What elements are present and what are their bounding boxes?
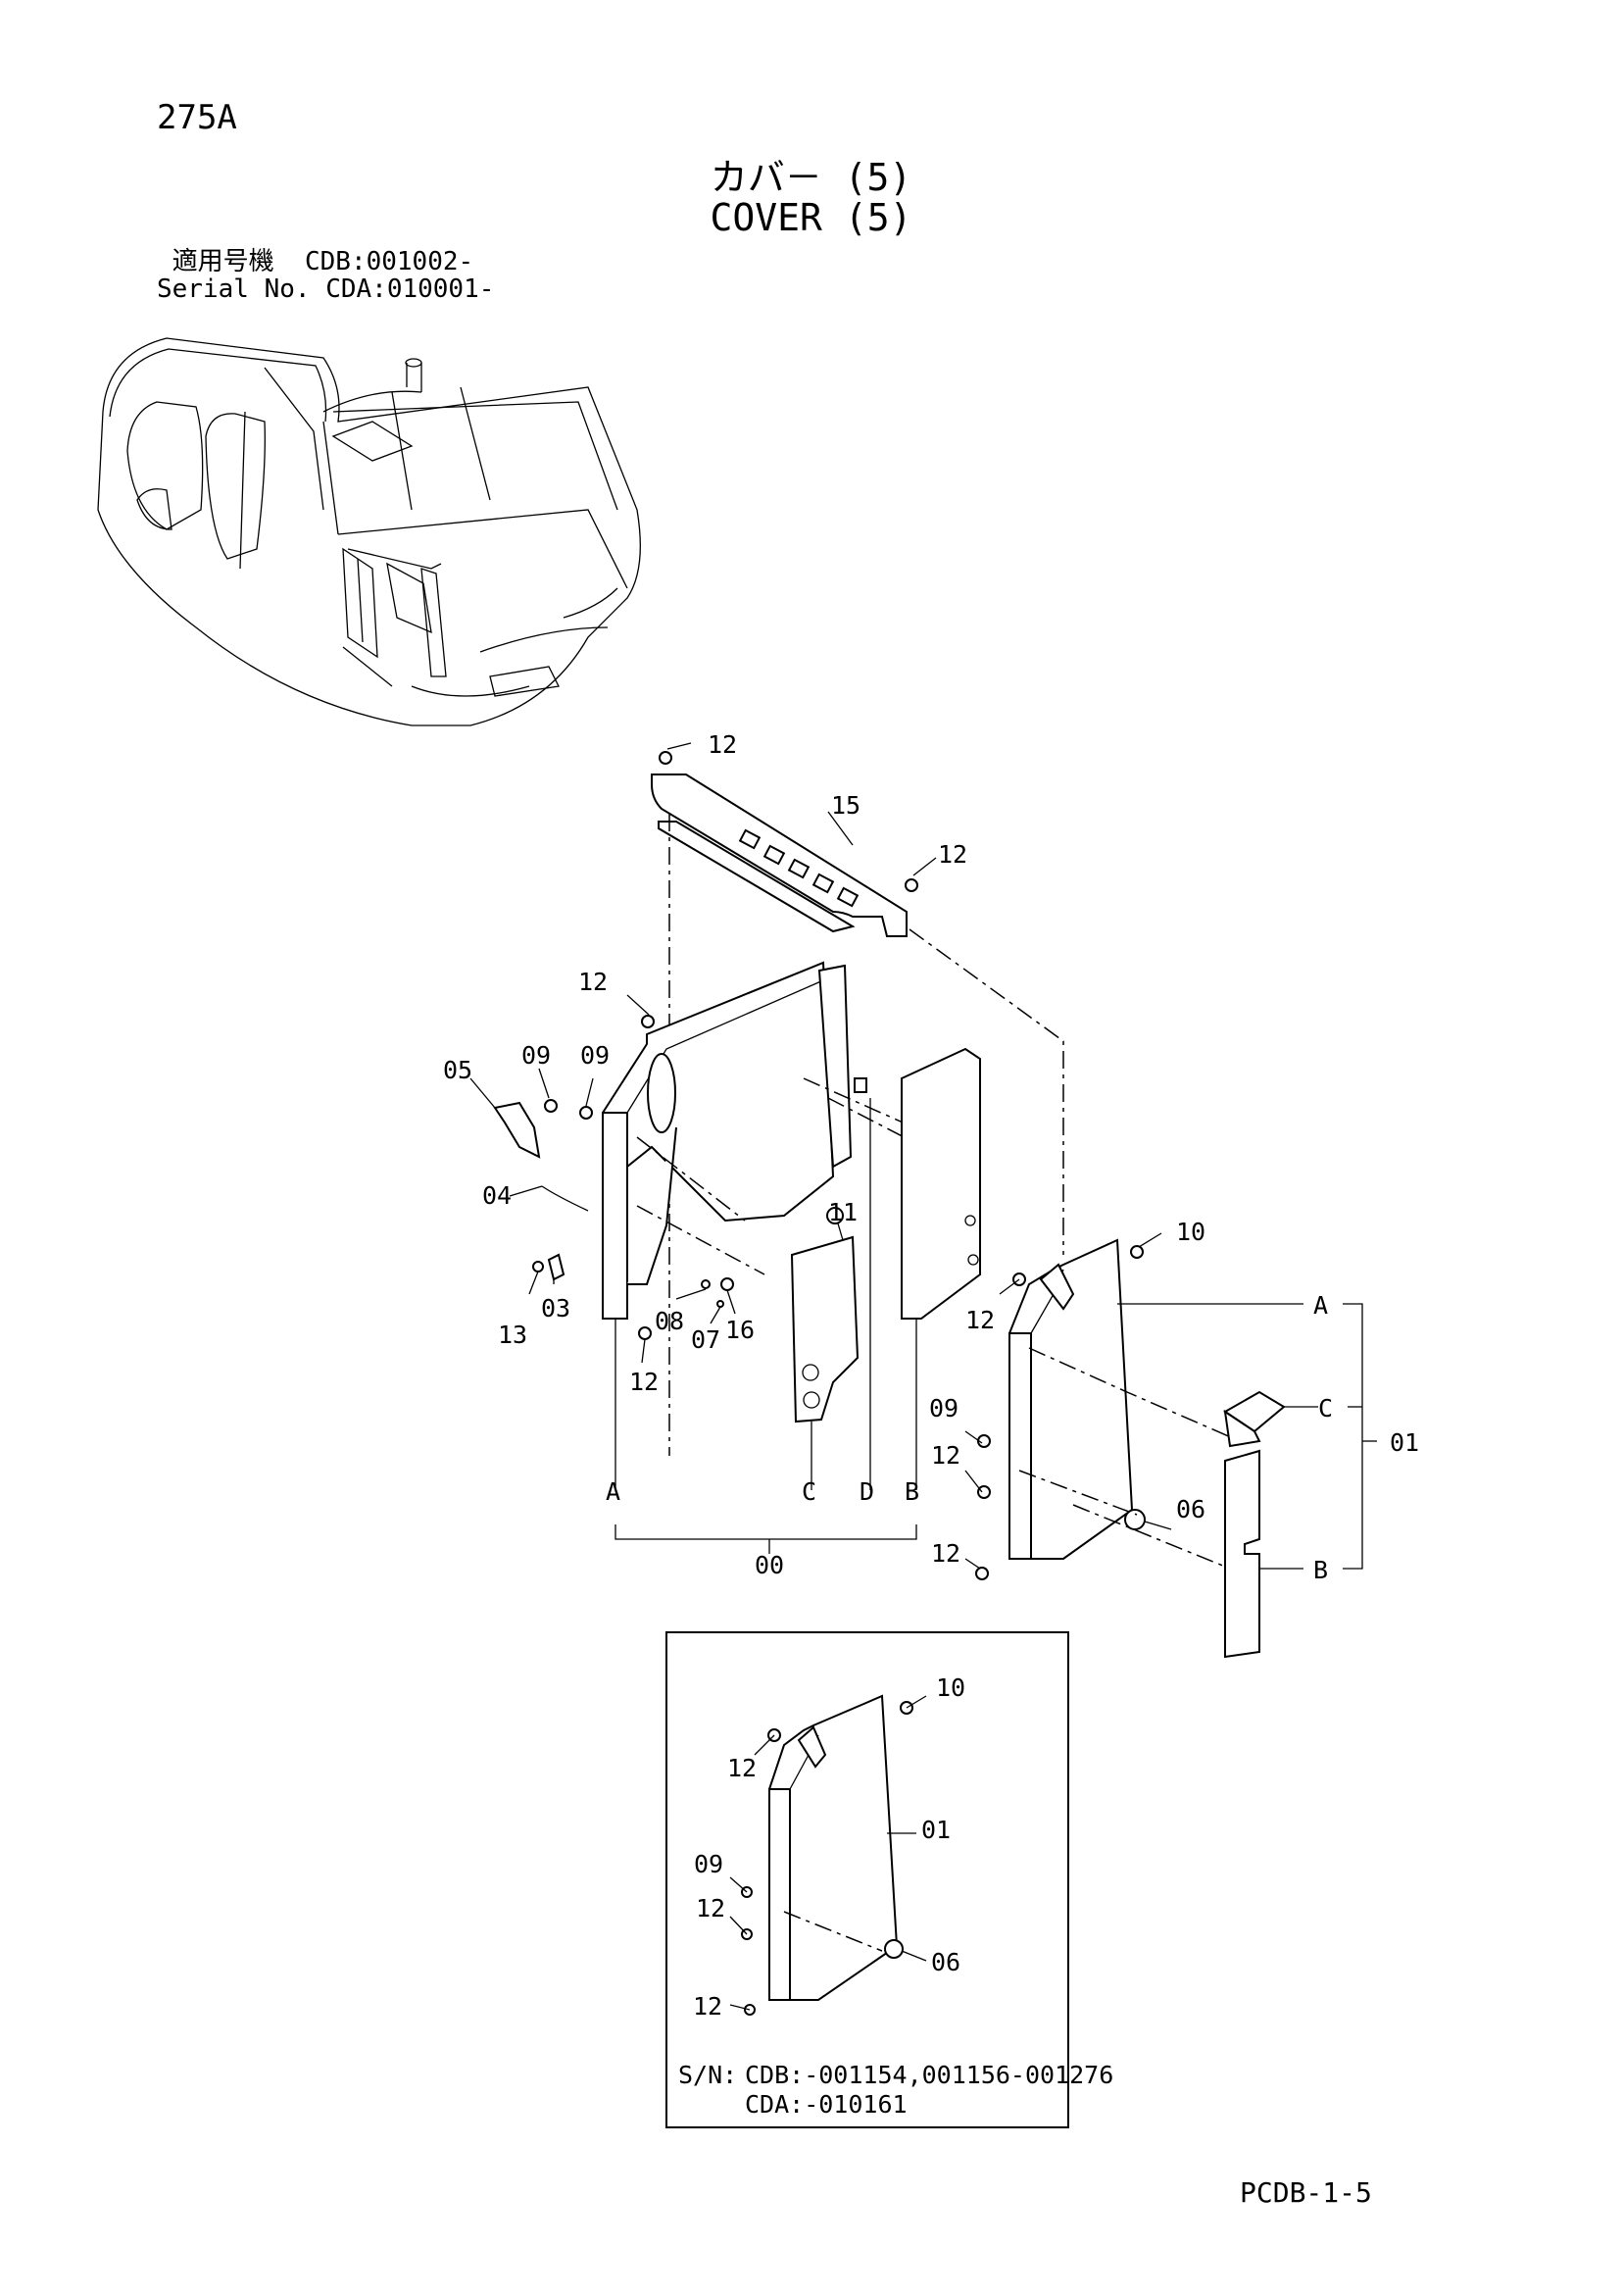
inset-callout-06: 06 xyxy=(931,1948,960,1976)
callout-10: 10 xyxy=(1176,1218,1205,1246)
serial-line-1: 適用号機 CDB:001002- xyxy=(172,247,474,276)
callout-07: 07 xyxy=(691,1325,720,1354)
callout-12-bottom: 12 xyxy=(629,1368,659,1396)
title-japanese: カバ－ (5) xyxy=(710,156,912,199)
inset-sn-label: S/N: xyxy=(678,2061,737,2089)
callout-15: 15 xyxy=(831,791,860,820)
inset-callout-10: 10 xyxy=(936,1673,965,1702)
inset-callout-01: 01 xyxy=(921,1816,951,1844)
callout-03: 03 xyxy=(541,1294,570,1323)
callout-16: 16 xyxy=(725,1316,755,1344)
leader-lines xyxy=(469,742,1377,1570)
callout-08: 08 xyxy=(655,1307,684,1335)
footer-code: PCDB-1-5 xyxy=(1240,2176,1372,2209)
letter-b-left: B xyxy=(905,1477,919,1506)
inset-callout-09: 09 xyxy=(694,1850,723,1878)
inset-sn-line1: CDB:-001154,001156-001276 xyxy=(745,2061,1113,2089)
callout-12-bracket: 12 xyxy=(938,840,967,869)
inset-callout-12-mid: 12 xyxy=(696,1894,725,1922)
letter-labels: A C D B A C B xyxy=(606,1291,1333,1584)
letter-c-left: C xyxy=(802,1477,816,1506)
title-english: COVER (5) xyxy=(710,196,912,239)
callout-12-right-low: 12 xyxy=(931,1539,960,1568)
callout-12-panel: 12 xyxy=(578,968,608,996)
right-cover-assembly xyxy=(975,1238,1286,1659)
inset-callouts: 10 12 01 09 12 06 12 S/N: CDB:-001154,00… xyxy=(678,1673,1113,2119)
callout-09-a: 09 xyxy=(521,1041,551,1070)
letter-d: D xyxy=(860,1477,874,1506)
callout-13: 13 xyxy=(498,1321,527,1349)
callout-04: 04 xyxy=(482,1181,512,1210)
cover-bracket xyxy=(651,774,1064,1456)
inset-sn-line2: CDA:-010161 xyxy=(745,2090,908,2119)
callout-00: 00 xyxy=(755,1551,784,1579)
side-cover-panel xyxy=(901,1047,981,1320)
main-cover-panel xyxy=(602,961,981,1320)
callout-12-right-mid: 12 xyxy=(931,1441,960,1470)
callout-11: 11 xyxy=(828,1198,858,1226)
callout-09-right: 09 xyxy=(929,1394,958,1423)
letter-b-right: B xyxy=(1313,1556,1328,1584)
serial-info: 適用号機 CDB:001002- Serial No. CDA:010001- xyxy=(157,248,494,303)
inset-callout-12-low: 12 xyxy=(693,1992,722,2021)
callout-labels: 12 15 12 12 09 09 05 04 11 03 13 08 07 1… xyxy=(443,730,1419,1579)
page-code: 275A xyxy=(157,98,237,137)
inset-box xyxy=(665,1631,1069,2128)
letter-c-right: C xyxy=(1318,1394,1333,1423)
inset-callout-12-top: 12 xyxy=(727,1754,757,1782)
callout-12-top: 12 xyxy=(708,730,737,759)
callout-05: 05 xyxy=(443,1056,472,1084)
lower-plate xyxy=(790,1235,860,1423)
small-parts-left xyxy=(493,751,918,1340)
callout-01: 01 xyxy=(1390,1428,1419,1457)
letter-a-left: A xyxy=(606,1477,620,1506)
machine-overview xyxy=(97,337,641,726)
callout-06: 06 xyxy=(1176,1495,1205,1523)
callout-09-b: 09 xyxy=(580,1041,610,1070)
serial-line-2: Serial No. CDA:010001- xyxy=(157,275,495,304)
callout-12-right: 12 xyxy=(965,1306,995,1334)
letter-a-right: A xyxy=(1313,1291,1328,1320)
